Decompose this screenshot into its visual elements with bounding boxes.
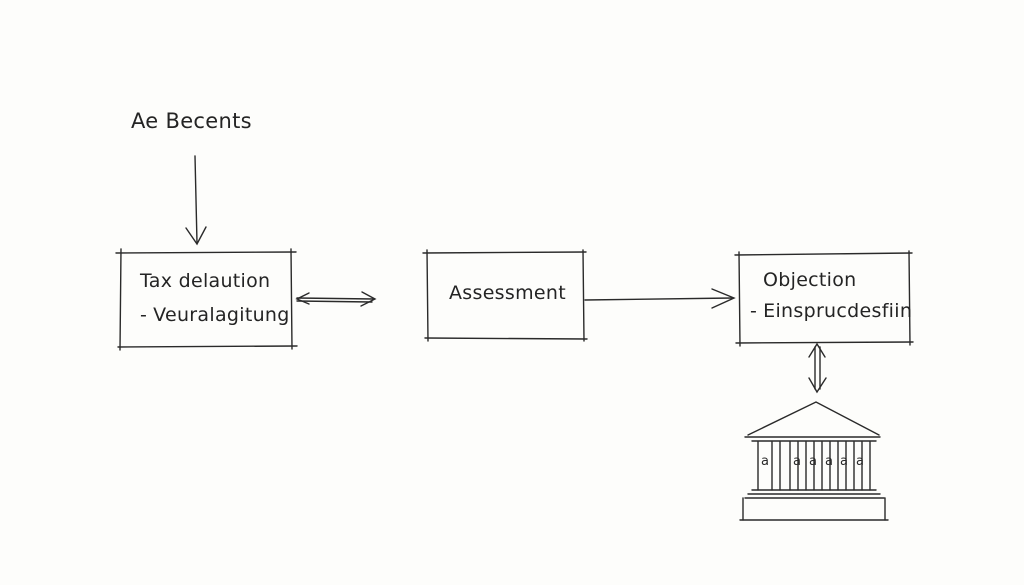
edge-tax-assessment: [295, 291, 377, 307]
courthouse-column-mark: a: [840, 454, 848, 469]
node-assessment-box: [422, 249, 588, 342]
objection-node-title: Objection: [763, 269, 857, 291]
courthouse-column-mark: a: [761, 454, 769, 469]
edge-assessment-to-objection: [584, 288, 736, 309]
objection-node-subtitle-text: Einsprucdesfiin: [763, 300, 913, 322]
courthouse-column-mark: a: [793, 454, 801, 469]
courthouse-column-mark: a: [809, 454, 817, 469]
tax-node-subtitle: -Veuralagitung: [140, 306, 290, 325]
node-tax-box: [115, 248, 298, 351]
subtitle-dash: -: [140, 304, 148, 326]
tax-node-title: Tax delaution: [140, 270, 271, 292]
edge-objection-court: [808, 342, 827, 394]
courthouse-icon: [739, 401, 889, 521]
courthouse-column-mark: a: [856, 454, 864, 469]
assessment-node-title: Assessment: [449, 282, 566, 304]
tax-node-subtitle-text: Veuralagitung: [153, 304, 290, 326]
subtitle-dash: -: [750, 300, 758, 322]
objection-node-subtitle: -Einsprucdesfiin: [750, 302, 912, 321]
source-label: Ae Becents: [131, 109, 252, 133]
edge-source-to-tax: [185, 155, 207, 246]
node-objection-box: [734, 250, 914, 347]
courthouse-column-mark: a: [825, 454, 833, 469]
